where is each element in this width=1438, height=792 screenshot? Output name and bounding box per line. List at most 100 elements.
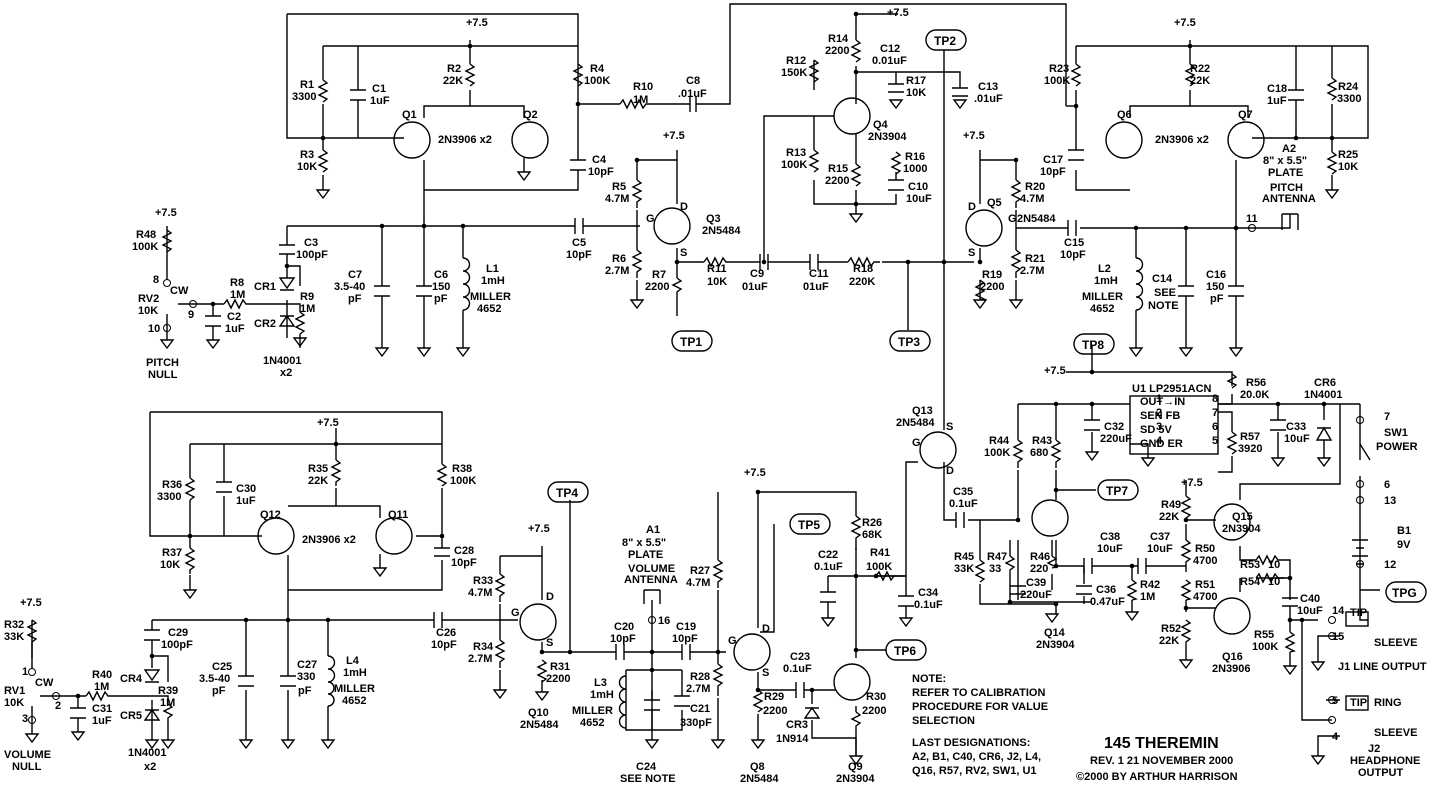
- component-label: R8: [230, 277, 244, 289]
- component-label: 7: [1384, 411, 1390, 423]
- component-label: R20: [1025, 181, 1045, 193]
- component-label: VOLUME: [4, 749, 51, 761]
- component-label: R4: [590, 63, 605, 75]
- component-label: CR6: [1314, 377, 1336, 389]
- component-label: C13: [978, 81, 998, 93]
- component-label: OUTPUT: [1358, 767, 1404, 779]
- revision-line: REV. 1 21 NOVEMBER 2000: [1090, 755, 1233, 767]
- last-designations-line-1: A2, B1, C40, CR6, J2, L4,: [912, 751, 1041, 763]
- component-label: 3: [1156, 421, 1162, 433]
- component-label: R49: [1161, 499, 1181, 511]
- component-label: 10pF: [451, 557, 477, 569]
- component-label: S: [546, 637, 553, 649]
- component-label: 14: [1332, 605, 1345, 617]
- component-label: R18: [853, 263, 873, 275]
- component-label: C31: [92, 703, 112, 715]
- component-label: R32: [4, 619, 24, 631]
- component-label: ANTENNA: [624, 574, 678, 586]
- component-label: R35: [308, 463, 328, 475]
- component-label: 13: [1384, 495, 1396, 507]
- component-label: +7.5: [528, 523, 550, 535]
- component-label: 100K: [984, 447, 1010, 459]
- component-label: Q16: [1222, 651, 1243, 663]
- component-label: 10pF: [588, 166, 614, 178]
- component-label: C4: [592, 154, 607, 166]
- component-label: .01uF: [678, 88, 707, 100]
- component-label: +7.5: [744, 467, 766, 479]
- component-label: 10uF: [1097, 543, 1123, 555]
- component-label: 6: [1212, 421, 1218, 433]
- component-label: 10pF: [672, 633, 698, 645]
- component-label: 1N4001: [128, 747, 167, 759]
- component-label: 2: [55, 700, 61, 712]
- component-label: 1uF: [236, 495, 256, 507]
- component-label: Q12: [260, 509, 281, 521]
- component-label: C5: [572, 237, 586, 249]
- component-label: R24: [1338, 81, 1359, 93]
- component-label: C33: [1286, 421, 1306, 433]
- component-label: CR4: [120, 673, 143, 685]
- component-label: 01uF: [742, 281, 768, 293]
- component-label: R33: [473, 575, 493, 587]
- tp8-label: TP8: [1082, 338, 1104, 352]
- inductors: [327, 257, 1144, 729]
- component-label: 220: [1030, 563, 1048, 575]
- component-label: 4700: [1193, 591, 1217, 603]
- component-label: MILLER: [334, 683, 375, 695]
- component-label: 220uF: [1020, 589, 1052, 601]
- component-label: D: [946, 465, 954, 477]
- component-label: ANTENNA: [1262, 193, 1316, 205]
- component-label: C24: [636, 761, 657, 773]
- title-block: 145 THEREMIN REV. 1 21 NOVEMBER 2000 ©20…: [1076, 735, 1238, 783]
- component-label: PITCH: [146, 357, 179, 369]
- component-label: 0.01uF: [872, 55, 907, 67]
- component-label: C17: [1043, 154, 1063, 166]
- component-label: 20.0K: [1240, 389, 1269, 401]
- component-label: R13: [786, 147, 806, 159]
- component-label: 100pF: [296, 249, 328, 261]
- component-label: 4: [1156, 435, 1163, 447]
- component-label: SEE NOTE: [620, 773, 676, 785]
- component-label: 330: [297, 671, 315, 683]
- component-label: 16: [658, 615, 670, 627]
- component-label: +7.5: [155, 207, 177, 219]
- component-label: NULL: [12, 761, 42, 773]
- component-label: R3: [300, 149, 314, 161]
- component-label: C11: [809, 268, 829, 280]
- test-points: [547, 29, 1427, 661]
- component-label: R17: [906, 75, 926, 87]
- component-label: 2N5484: [1017, 213, 1056, 225]
- component-label: MILLER: [572, 705, 613, 717]
- component-label: C26: [436, 627, 456, 639]
- tp2-label: TP2: [934, 34, 956, 48]
- component-label: R27: [690, 565, 710, 577]
- component-label: +7.5: [1181, 477, 1203, 489]
- component-label: 100K: [781, 159, 807, 171]
- component-label: C29: [168, 627, 188, 639]
- component-label: CW: [170, 285, 189, 297]
- component-label: 33K: [4, 631, 24, 643]
- component-label: 68K: [862, 529, 882, 541]
- component-label: D: [968, 201, 976, 213]
- component-label: C3: [304, 237, 318, 249]
- component-label: R34: [473, 641, 494, 653]
- component-label: 3.5-40: [334, 281, 365, 293]
- component-label: 22K: [1159, 511, 1179, 523]
- component-label: C34: [918, 587, 939, 599]
- component-label: 150K: [781, 67, 807, 79]
- component-label: 1M: [633, 94, 648, 106]
- component-label: 1M: [160, 697, 175, 709]
- component-label: 8" x 5.5": [1263, 155, 1307, 167]
- component-label: 0.47uF: [1090, 596, 1125, 608]
- component-label: +7.5: [663, 130, 685, 142]
- component-label: 10uF: [1284, 433, 1310, 445]
- component-label: 680: [1030, 447, 1048, 459]
- component-label: 3300: [292, 91, 316, 103]
- component-label: 1000: [903, 163, 927, 175]
- component-label: 1M: [300, 303, 315, 315]
- component-label: C8: [686, 75, 700, 87]
- component-label: C20: [614, 621, 634, 633]
- component-label: R54: [1240, 576, 1261, 588]
